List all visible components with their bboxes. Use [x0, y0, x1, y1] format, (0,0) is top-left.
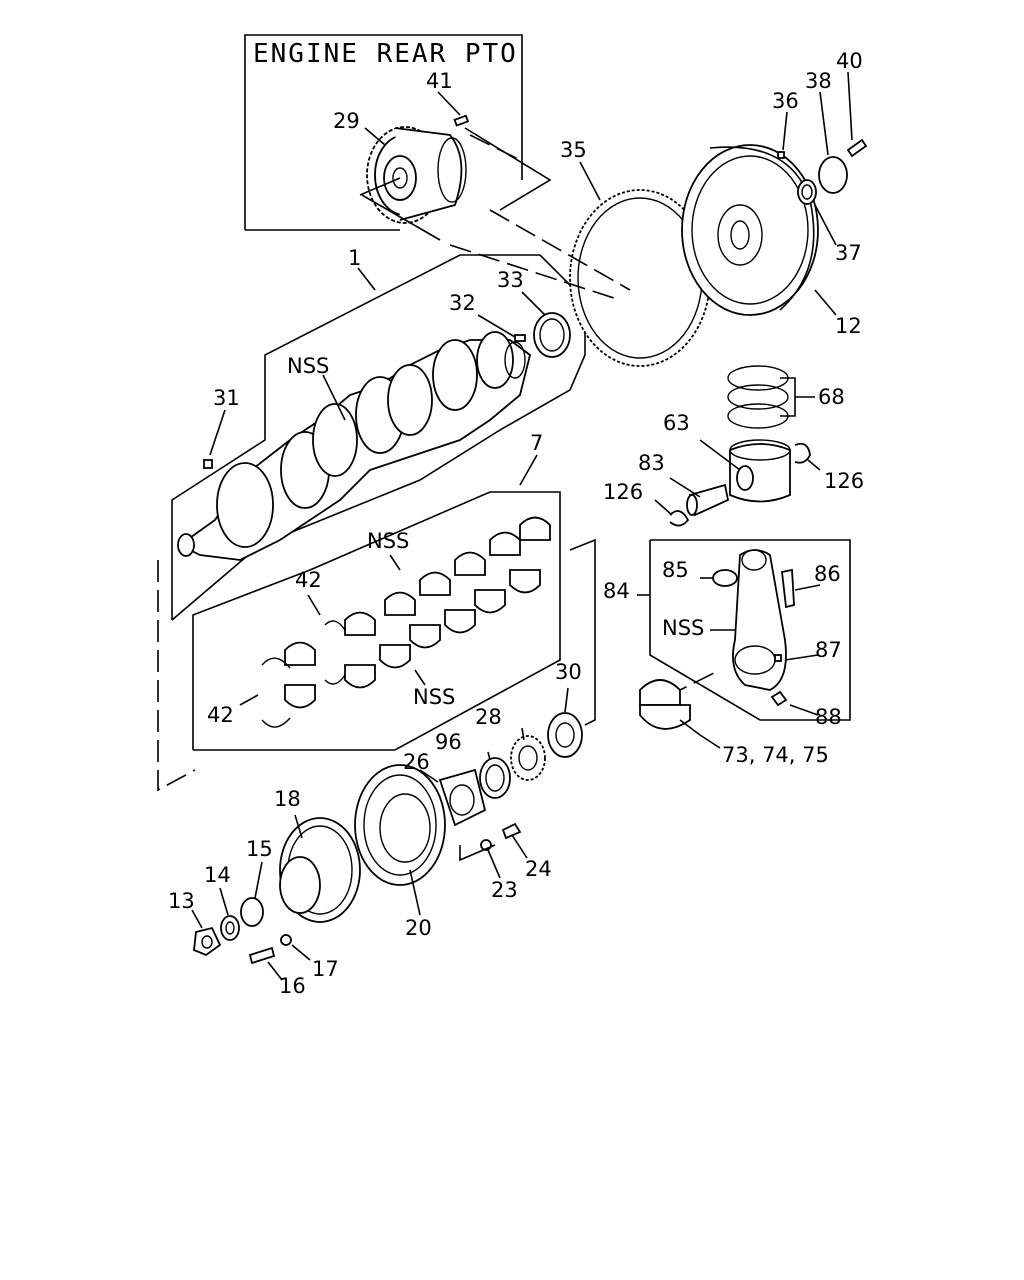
connecting-rod-outline — [649, 539, 851, 721]
label-35: 35 — [560, 138, 587, 162]
label-73-74-75: 73, 74, 75 — [722, 743, 829, 767]
piston-pin-83 — [669, 483, 730, 527]
rod-bearings-73 — [639, 679, 691, 730]
label-29: 29 — [333, 109, 360, 133]
label-nss-lower-bearings: NSS — [413, 685, 455, 709]
leader-lines — [191, 71, 853, 981]
piston-rings-68 — [727, 365, 789, 429]
label-17: 17 — [312, 957, 339, 981]
label-nss-rod: NSS — [662, 616, 704, 640]
hub-26 — [438, 768, 487, 827]
label-88: 88 — [815, 705, 842, 729]
label-28: 28 — [475, 705, 502, 729]
label-96: 96 — [435, 730, 462, 754]
label-37: 37 — [835, 241, 862, 265]
oil-seal-33 — [514, 312, 571, 358]
label-13: 13 — [168, 889, 195, 913]
pulley-18 — [279, 817, 361, 923]
label-86: 86 — [814, 562, 841, 586]
pto-gear-29 — [359, 114, 552, 241]
flywheel-12 — [681, 144, 819, 316]
label-16: 16 — [279, 974, 306, 998]
label-126-left: 126 — [603, 480, 643, 504]
label-15: 15 — [246, 837, 273, 861]
label-30: 30 — [555, 660, 582, 684]
thrust-washer-30 — [547, 712, 583, 758]
label-12: 12 — [835, 314, 862, 338]
label-32: 32 — [449, 291, 476, 315]
label-42-upper: 42 — [295, 568, 322, 592]
gear-28 — [510, 735, 546, 781]
label-23: 23 — [491, 878, 518, 902]
label-84: 84 — [603, 579, 630, 603]
label-33: 33 — [497, 268, 524, 292]
label-42-lower: 42 — [207, 703, 234, 727]
main-bearings — [261, 516, 551, 728]
piston-63 — [729, 439, 811, 503]
main-bearings-outline — [192, 491, 561, 751]
crankshaft — [177, 331, 532, 561]
part-labels: 41 29 35 36 38 40 37 12 1 33 32 NSS 31 6… — [168, 49, 864, 998]
label-24: 24 — [525, 857, 552, 881]
connecting-rod — [712, 549, 795, 707]
label-nss-crankshaft: NSS — [287, 354, 329, 378]
rear-pto-inset: ENGINE REAR PTO — [244, 34, 523, 231]
label-41: 41 — [426, 69, 453, 93]
label-63: 63 — [663, 411, 690, 435]
label-85: 85 — [662, 558, 689, 582]
label-nss-upper-bearings: NSS — [367, 529, 409, 553]
label-14: 14 — [204, 863, 231, 887]
label-87: 87 — [815, 638, 842, 662]
seal-96 — [479, 757, 511, 799]
label-126-right: 126 — [824, 469, 864, 493]
label-26: 26 — [403, 750, 430, 774]
label-20: 20 — [405, 916, 432, 940]
label-18: 18 — [274, 787, 301, 811]
label-7: 7 — [530, 431, 543, 455]
small-front-parts — [193, 822, 522, 965]
label-31: 31 — [213, 386, 240, 410]
damper-20 — [354, 764, 446, 886]
flywheel-fasteners — [777, 138, 868, 205]
label-83: 83 — [638, 451, 665, 475]
label-38: 38 — [805, 69, 832, 93]
label-1: 1 — [348, 246, 361, 270]
inset-title: ENGINE REAR PTO — [253, 39, 518, 69]
label-68: 68 — [818, 385, 845, 409]
label-36: 36 — [772, 89, 799, 113]
label-40: 40 — [836, 49, 863, 73]
